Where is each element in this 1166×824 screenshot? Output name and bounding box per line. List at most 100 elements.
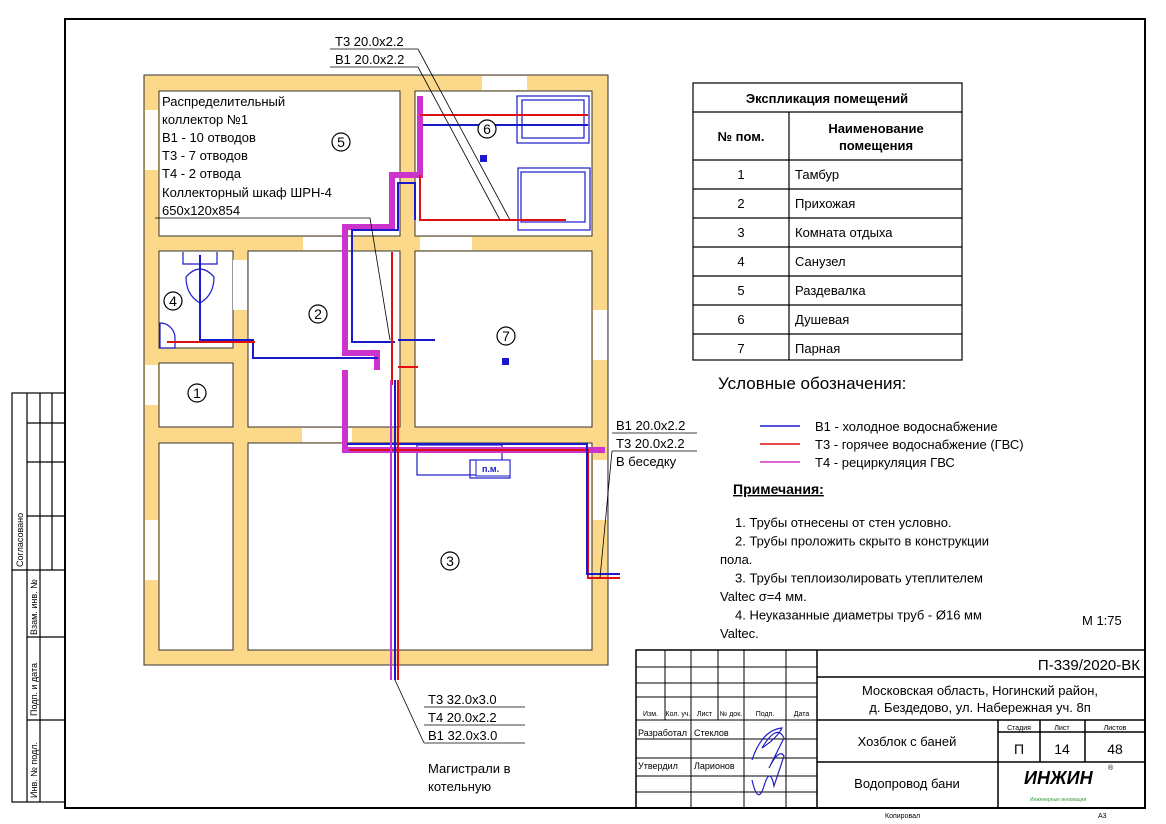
- note-line: 4. Неуказанные диаметры труб - Ø16 мм: [735, 608, 982, 623]
- explication-room-name: Санузел: [795, 254, 846, 269]
- room-3-annex: [158, 442, 234, 651]
- collector-note: Коллекторный шкаф ШРН-4: [162, 185, 332, 200]
- title-block: [635, 649, 1146, 809]
- pipes: [167, 96, 620, 680]
- note-line: пола.: [720, 552, 752, 567]
- leader-lines: [155, 48, 697, 744]
- explication-room-num: 1: [737, 167, 744, 182]
- room-number: 1: [193, 385, 201, 401]
- doc-code: П-339/2020-ВК: [1038, 657, 1140, 674]
- floor-drain-icon: [480, 155, 487, 162]
- pipe-label: В беседку: [616, 454, 677, 469]
- sheet-title: Водопровод бани: [854, 776, 960, 791]
- legend-title: Условные обозначения:: [718, 374, 906, 393]
- note-line: Valtec.: [720, 626, 759, 641]
- stamp-replace-inv: Взам. инв. №: [29, 579, 39, 635]
- legend-label: Т3 - горячее водоснабжение (ГВС): [815, 437, 1024, 452]
- explication-title: Экспликация помещений: [746, 91, 908, 106]
- title-block-header: Изм.: [643, 711, 658, 718]
- room-number: 2: [314, 306, 322, 322]
- scale: М 1:75: [1082, 613, 1122, 628]
- explication-table: Экспликация помещений № пом. Наименовани…: [692, 82, 963, 361]
- explication-room-num: 3: [737, 225, 744, 240]
- sink-icon: [159, 322, 176, 349]
- explication-room-num: 5: [737, 283, 744, 298]
- note-line: 3. Трубы теплоизолировать утеплителем: [735, 571, 983, 586]
- stamp-inv-orig: Инв. № подл.: [29, 742, 39, 798]
- pipe-label: В1 32.0x3.0: [428, 728, 497, 743]
- collector-note: В1 - 10 отводов: [162, 130, 256, 145]
- registered-mark: ®: [1108, 764, 1114, 772]
- room-5: [158, 90, 401, 237]
- address-line: Московская область, Ногинский район,: [862, 683, 1098, 698]
- title-block-header: № док.: [720, 711, 742, 718]
- explication-room-num: 2: [737, 196, 744, 211]
- stamp-agreed: Согласовано: [15, 513, 25, 567]
- title-block-header: Лист: [697, 711, 713, 718]
- company-logo: ИНЖИН: [1024, 768, 1094, 788]
- notes-title: Примечания:: [733, 481, 824, 497]
- collector-note: Т3 - 7 отводов: [162, 148, 248, 163]
- stage-label: Стадия: [1007, 725, 1031, 732]
- explication-room-name: Раздевалка: [795, 283, 866, 298]
- mains-note: Магистрали в: [428, 761, 511, 776]
- explication-room-name: Прихожая: [795, 196, 855, 211]
- window-openings: [145, 76, 607, 580]
- room-number: 6: [483, 121, 491, 137]
- name-approved: Ларионов: [694, 761, 735, 771]
- room-2: [247, 250, 401, 428]
- title-block-header: Дата: [794, 711, 810, 718]
- stamp-sign-date: Подп. и дата: [29, 663, 39, 716]
- room-number: 3: [446, 553, 454, 569]
- role-approved: Утвердил: [638, 761, 678, 771]
- sheet-label: Лист: [1054, 725, 1070, 732]
- room-number: 4: [169, 293, 177, 309]
- sheets-label: Листов: [1104, 725, 1127, 732]
- signature: [751, 727, 785, 796]
- room-number: 5: [337, 134, 345, 150]
- floor-drain-icon: [502, 358, 509, 365]
- explication-room-name: Тамбур: [795, 167, 839, 182]
- explication-room-num: 6: [737, 312, 744, 327]
- collector-note: Т4 - 2 отвода: [162, 166, 242, 181]
- side-stamp: [11, 392, 66, 803]
- format-label: А3: [1098, 813, 1107, 820]
- explication-room-name: Душевая: [795, 312, 849, 327]
- legend-label: В1 - холодное водоснабжение: [815, 419, 998, 434]
- pipe-label: Т4 20.0x2.2: [428, 710, 497, 725]
- mains-note: котельную: [428, 779, 491, 794]
- explication-room-num: 4: [737, 254, 744, 269]
- copied-label: Копировал: [885, 813, 920, 820]
- stage-value: П: [1014, 741, 1024, 757]
- collector-note: коллектор №1: [162, 112, 248, 127]
- room-number: 7: [502, 328, 510, 344]
- pipe-label: Т3 20.0x2.2: [616, 436, 685, 451]
- explication-room-name: Комната отдыха: [795, 225, 893, 240]
- pipe-label: В1 20.0x2.2: [335, 52, 404, 67]
- sheet-value: 14: [1054, 741, 1070, 757]
- explication-room-name: Парная: [795, 341, 840, 356]
- sheets-value: 48: [1107, 741, 1123, 757]
- pipe-label: В1 20.0x2.2: [616, 418, 685, 433]
- pipe-label: Т3 20.0x2.2: [335, 34, 404, 49]
- collector-note: 650x120x854: [162, 203, 240, 218]
- collector-note: Распределительный: [162, 94, 285, 109]
- logo-subtitle: Инженерные инновации: [1030, 797, 1086, 803]
- room-3: [247, 442, 593, 651]
- pm-label: п.м.: [482, 464, 499, 474]
- pipe-bundle: [342, 96, 423, 370]
- legend-label: Т4 - рециркуляция ГВС: [815, 455, 955, 470]
- object-name: Хозблок с баней: [858, 734, 957, 749]
- address-line: д. Бездедово, ул. Набережная уч. 8п: [869, 700, 1091, 715]
- pipe-label: Т3 32.0x3.0: [428, 692, 497, 707]
- col-name-header: помещения: [839, 138, 913, 153]
- floor-plan: 1 2 3 4 5 6 7 п.м.: [143, 48, 697, 744]
- col-num-header: № пом.: [718, 129, 765, 144]
- note-line: Valtec σ=4 мм.: [720, 589, 807, 604]
- note-line: 2. Трубы проложить скрыто в конструкции: [735, 534, 989, 549]
- role-developed: Разработал: [638, 728, 687, 738]
- name-developed: Стеклов: [694, 728, 729, 738]
- room-6: [414, 90, 593, 237]
- title-block-header: Кол. уч.: [666, 711, 691, 718]
